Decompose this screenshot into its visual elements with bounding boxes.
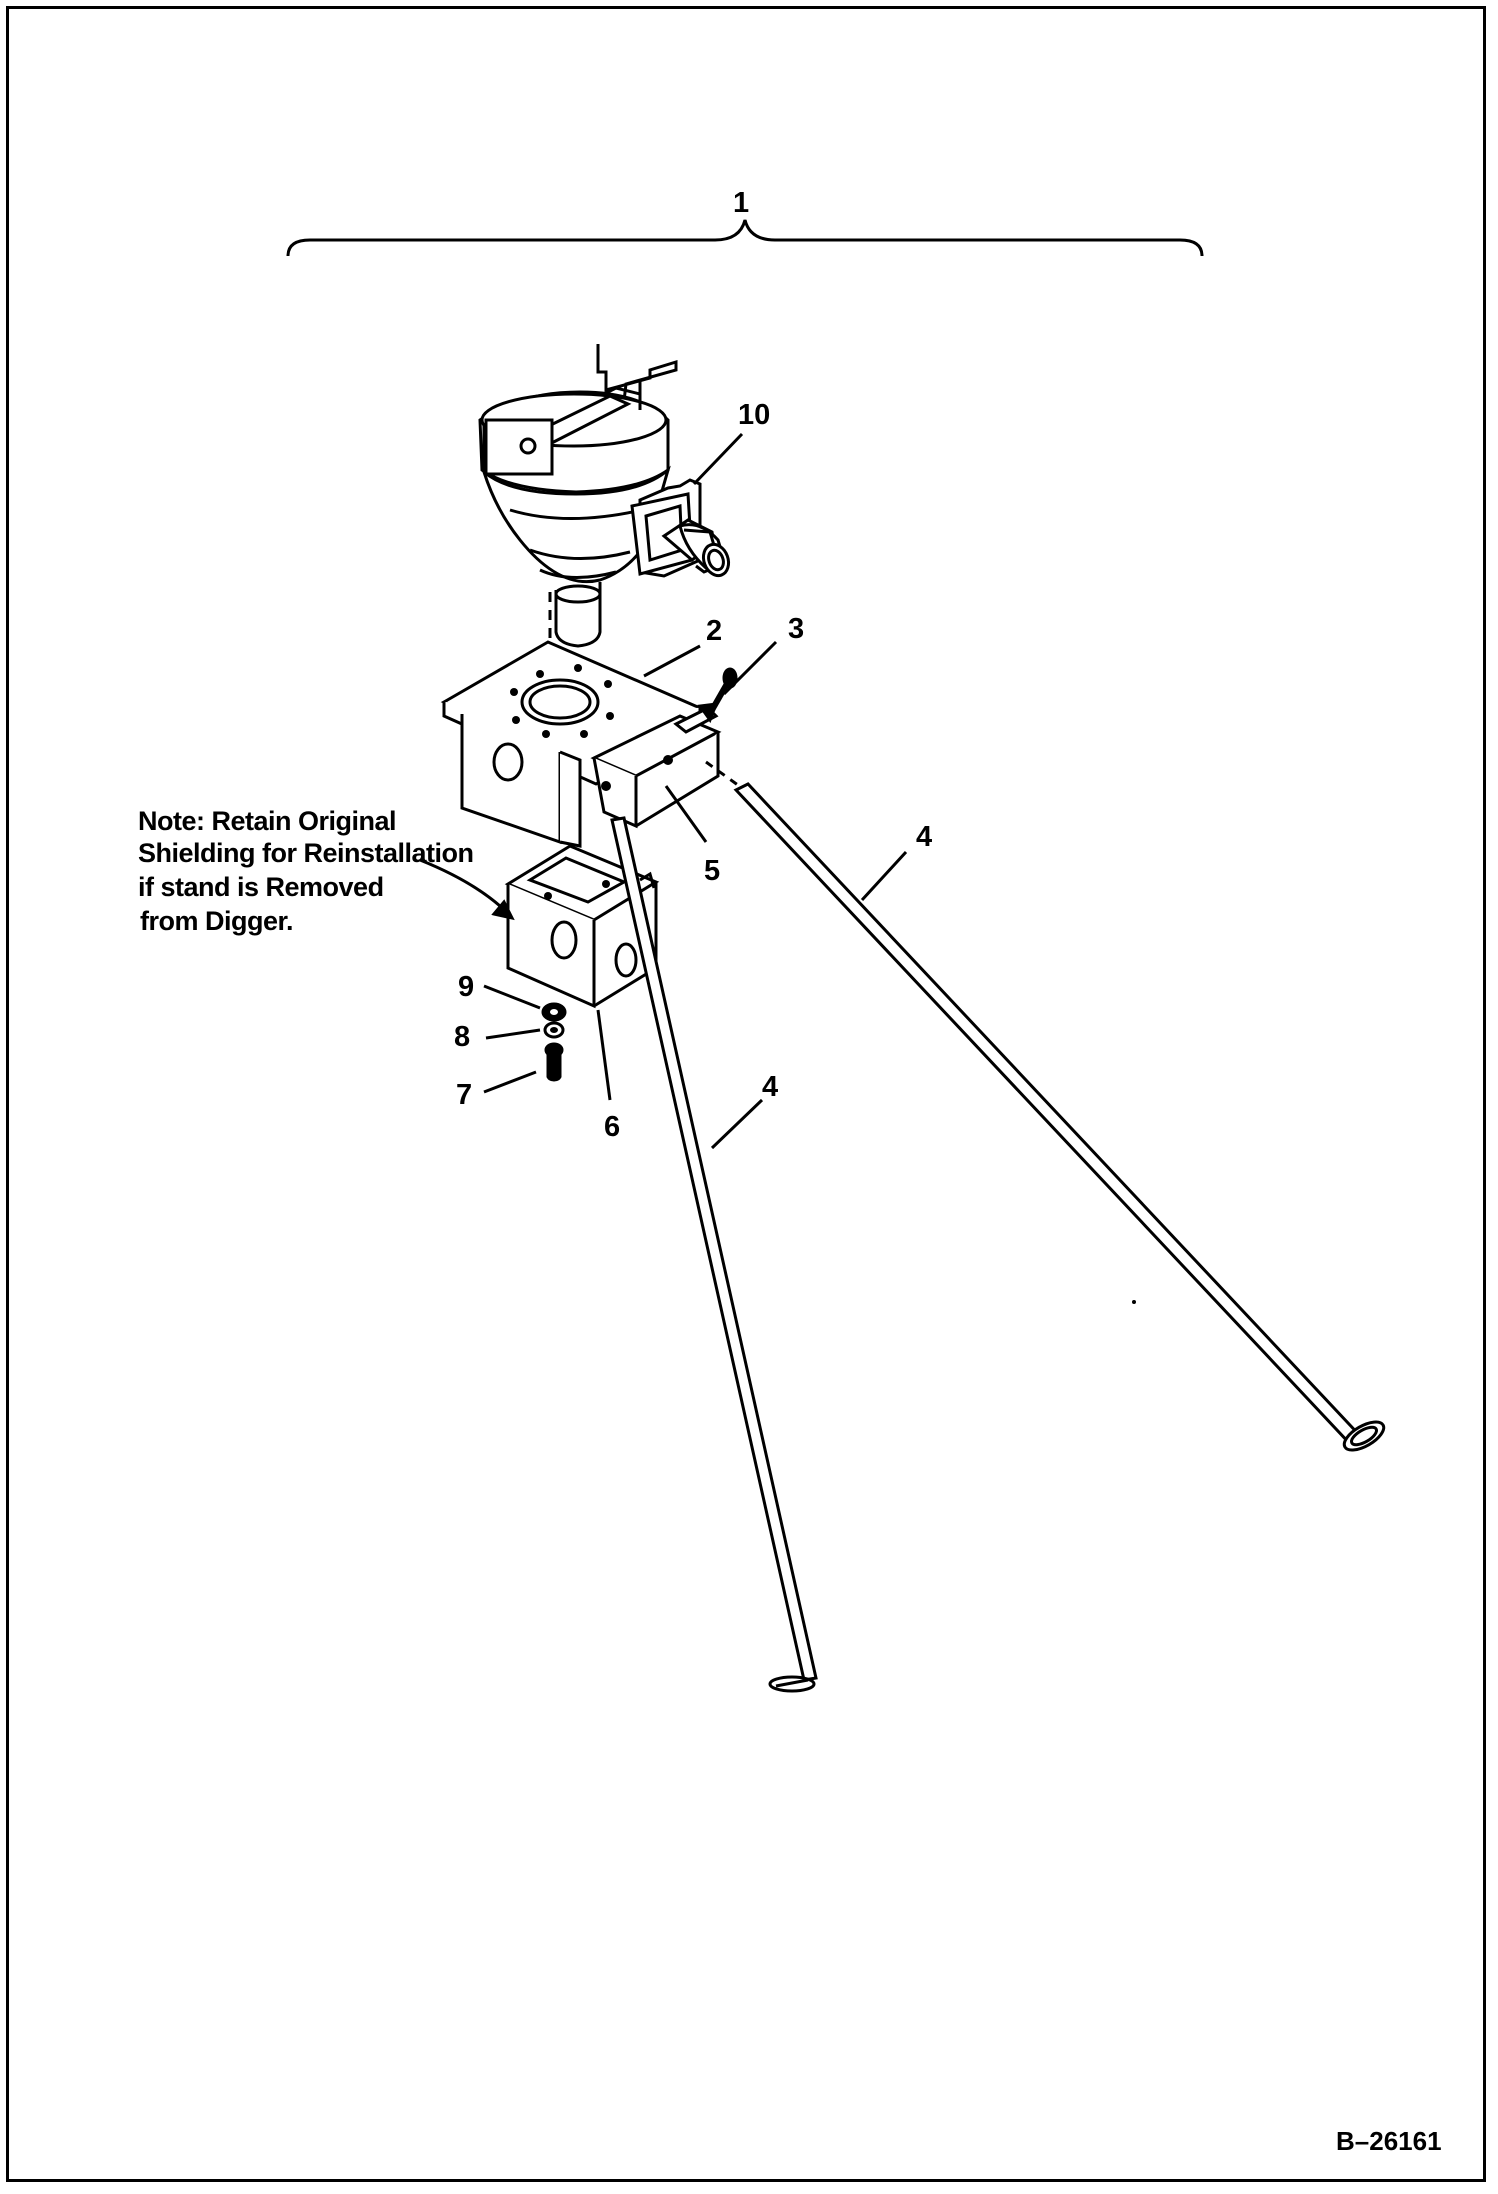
assembly-brace	[286, 219, 1204, 257]
callout-4-right-leg: 4	[916, 821, 932, 853]
mount-plate-drawing	[440, 640, 722, 848]
leader-lines	[419, 432, 908, 1150]
callout-5: 5	[704, 855, 720, 887]
page-border	[6, 6, 1486, 2182]
callout-7: 7	[456, 1079, 472, 1111]
callout-8: 8	[454, 1021, 470, 1053]
callout-2: 2	[706, 615, 722, 647]
note-line-1: Note: Retain Original	[138, 806, 396, 836]
callout-1: 1	[733, 187, 749, 219]
drawing-reference-number: B–26161	[1336, 2126, 1442, 2156]
note-line-4: from Digger.	[140, 906, 293, 936]
callout-4-front-leg: 4	[762, 1071, 778, 1103]
gearbox-drawing	[478, 344, 731, 648]
leg-right-drawing	[733, 782, 1386, 1452]
callout-3: 3	[788, 613, 804, 645]
callout-10: 10	[738, 399, 770, 431]
callout-6: 6	[604, 1111, 620, 1143]
fastener-stack-drawing	[541, 1002, 567, 1082]
leg-front-drawing	[610, 816, 818, 1693]
callout-9: 9	[458, 971, 474, 1003]
shielding-note: Note: Retain Original Shielding for Rein…	[138, 806, 474, 936]
note-line-3: if stand is Removed	[138, 872, 384, 902]
note-line-2: Shielding for Reinstallation	[138, 838, 474, 868]
stray-mark	[1132, 1300, 1136, 1304]
shield-block-drawing	[504, 844, 660, 1009]
